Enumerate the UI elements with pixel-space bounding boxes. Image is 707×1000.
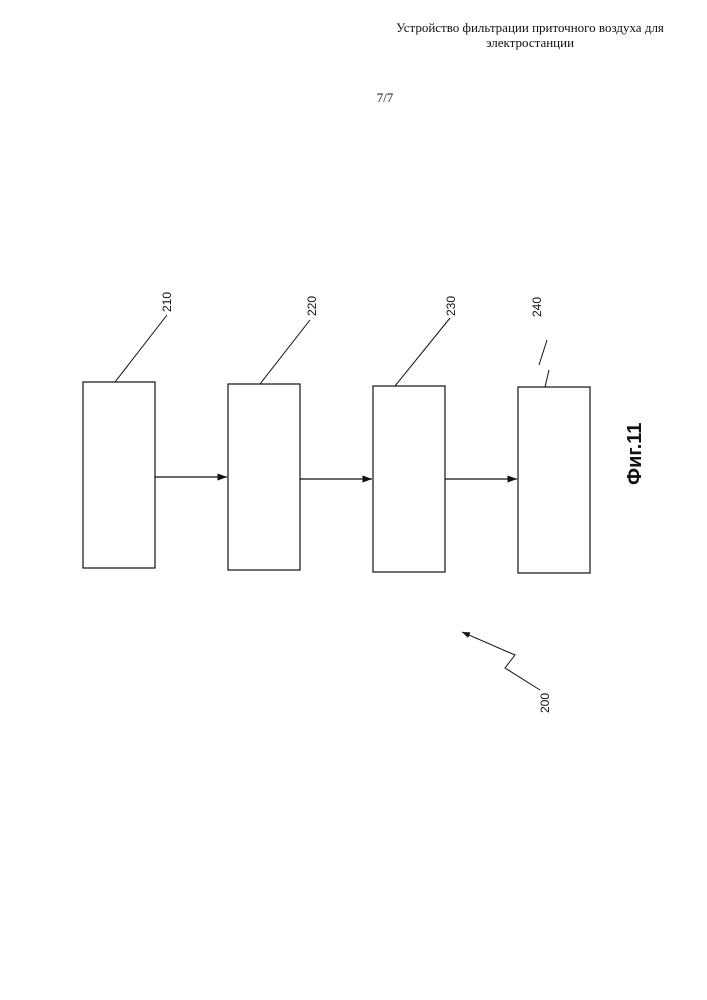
label-210: 210: [160, 292, 174, 312]
block-220: [228, 384, 300, 570]
leader-240-upper: [539, 340, 547, 365]
label-220: 220: [305, 296, 319, 316]
leader-240-lower: [545, 370, 549, 387]
block-240: [518, 387, 590, 573]
label-200: 200: [538, 693, 552, 713]
label-240: 240: [530, 297, 544, 317]
leader-220: [260, 320, 310, 384]
leader-230: [395, 318, 450, 386]
leader-210: [115, 315, 167, 382]
figure-caption: Фиг.11: [624, 423, 646, 485]
label-230: 230: [444, 296, 458, 316]
block-210: [83, 382, 155, 568]
block-230: [373, 386, 445, 572]
system-pointer: [462, 632, 540, 690]
